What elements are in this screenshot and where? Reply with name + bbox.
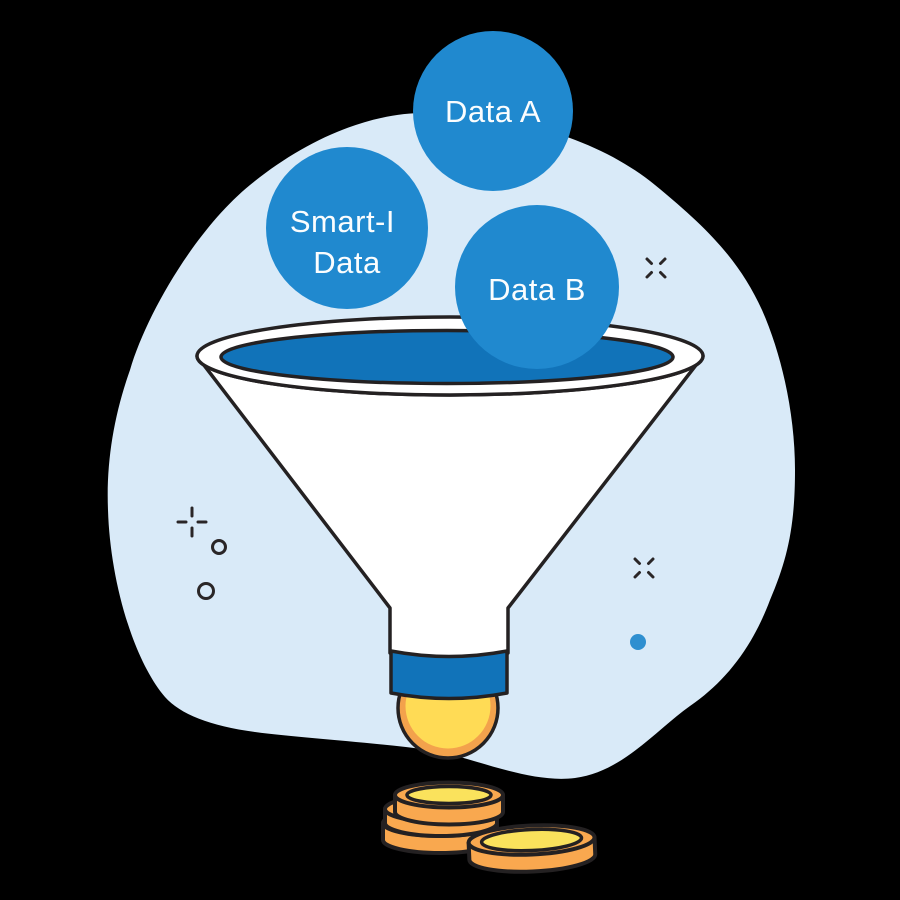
bubble-data-b: Data B — [455, 205, 619, 369]
ring-icon — [197, 582, 215, 600]
funnel-liquid — [219, 328, 675, 386]
bubble-data-a: Data A — [413, 31, 573, 191]
coin-face — [479, 827, 584, 853]
decorations — [176, 257, 667, 650]
coin-icon — [466, 823, 598, 874]
coin-layer-top — [393, 780, 505, 827]
sparkle-plus-icon — [176, 506, 208, 538]
bubble-label: Data B — [488, 272, 586, 307]
data-bubbles: Data A Smart-I Data Data B — [266, 31, 619, 369]
bubble-circle — [455, 205, 619, 369]
bubble-smart-i-data: Smart-I Data — [266, 147, 428, 309]
bubble-label: Smart-I Data — [290, 204, 404, 280]
coin-face — [405, 784, 493, 806]
bubble-circle — [413, 31, 573, 191]
ring-icon — [211, 539, 227, 555]
funnel-neck-band — [389, 649, 509, 701]
bubble-circle — [266, 147, 428, 309]
bubble-label: Data A — [445, 94, 541, 129]
sparkle-cross-icon — [645, 257, 667, 279]
sparkle-cross-icon — [633, 557, 655, 579]
dot-icon — [630, 634, 646, 650]
